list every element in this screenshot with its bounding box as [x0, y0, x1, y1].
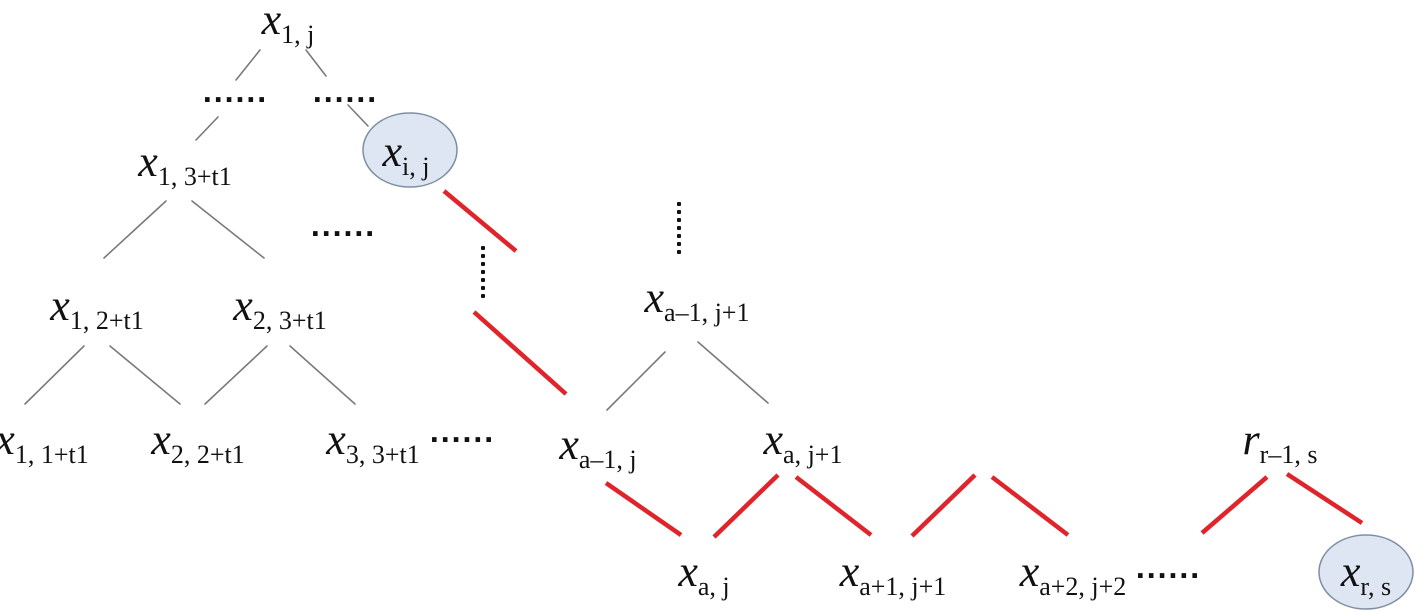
edge-gray: [204, 345, 268, 405]
edge-gray: [24, 345, 85, 405]
node-highlight-ellipse-xij: [362, 112, 458, 188]
node-x23t: x2, 3+t1: [233, 281, 327, 335]
node-x22t: x2, 2+t1: [151, 415, 245, 469]
node-xaj: xa, j: [678, 547, 730, 601]
node-x1j: x1, j: [261, 0, 315, 49]
edge-gray: [109, 345, 181, 405]
node-xajp1: xa, j+1: [763, 415, 843, 469]
node-xam1j: xa–1, j: [559, 420, 637, 474]
ellipsis-2: ......: [312, 79, 378, 109]
node-x12t: x1, 2+t1: [50, 281, 144, 335]
path-edge-red: [794, 475, 873, 537]
edge-gray: [289, 345, 356, 405]
ellipsis-1: ......: [202, 79, 268, 109]
edge-gray: [195, 116, 219, 141]
edge-gray: [347, 104, 369, 127]
edge-gray: [305, 49, 327, 77]
edge-gray: [235, 49, 261, 81]
path-edge-red: [442, 189, 518, 253]
node-x33t: x3, 3+t1: [326, 415, 420, 469]
ellipsis-4: ......: [429, 419, 495, 449]
edge-gray: [191, 200, 265, 259]
node-rrm1s: rr–1, s: [1242, 415, 1318, 469]
edge-gray: [103, 200, 167, 259]
node-xrs: xr, s: [1340, 547, 1392, 601]
node-xij: xi, j: [382, 127, 430, 181]
vertical-ellipsis-1: [481, 246, 485, 298]
ellipsis-5: ......: [1135, 555, 1201, 585]
path-edge-red: [990, 475, 1070, 537]
node-x11t: x1, 1+t1: [0, 418, 89, 469]
ellipsis-3: ......: [310, 213, 376, 243]
path-edge-red: [1285, 472, 1364, 525]
edge-gray: [697, 341, 769, 404]
node-xap1jp1: xa+1, j+1: [839, 547, 947, 601]
vertical-ellipsis-2: [677, 202, 681, 254]
edge-gray: [606, 351, 666, 411]
path-edge-red: [1200, 475, 1269, 535]
node-xam1jp1: xa–1, j+1: [644, 273, 750, 327]
path-edge-red: [472, 310, 568, 396]
node-highlight-ellipse-xrs: [1318, 534, 1414, 610]
node-x13t: x1, 3+t1: [138, 137, 232, 191]
node-xap2jp2: xa+2, j+2: [1019, 547, 1127, 601]
path-edge-red: [712, 473, 780, 539]
path-edge-red: [604, 481, 683, 537]
path-edge-red: [910, 473, 977, 538]
